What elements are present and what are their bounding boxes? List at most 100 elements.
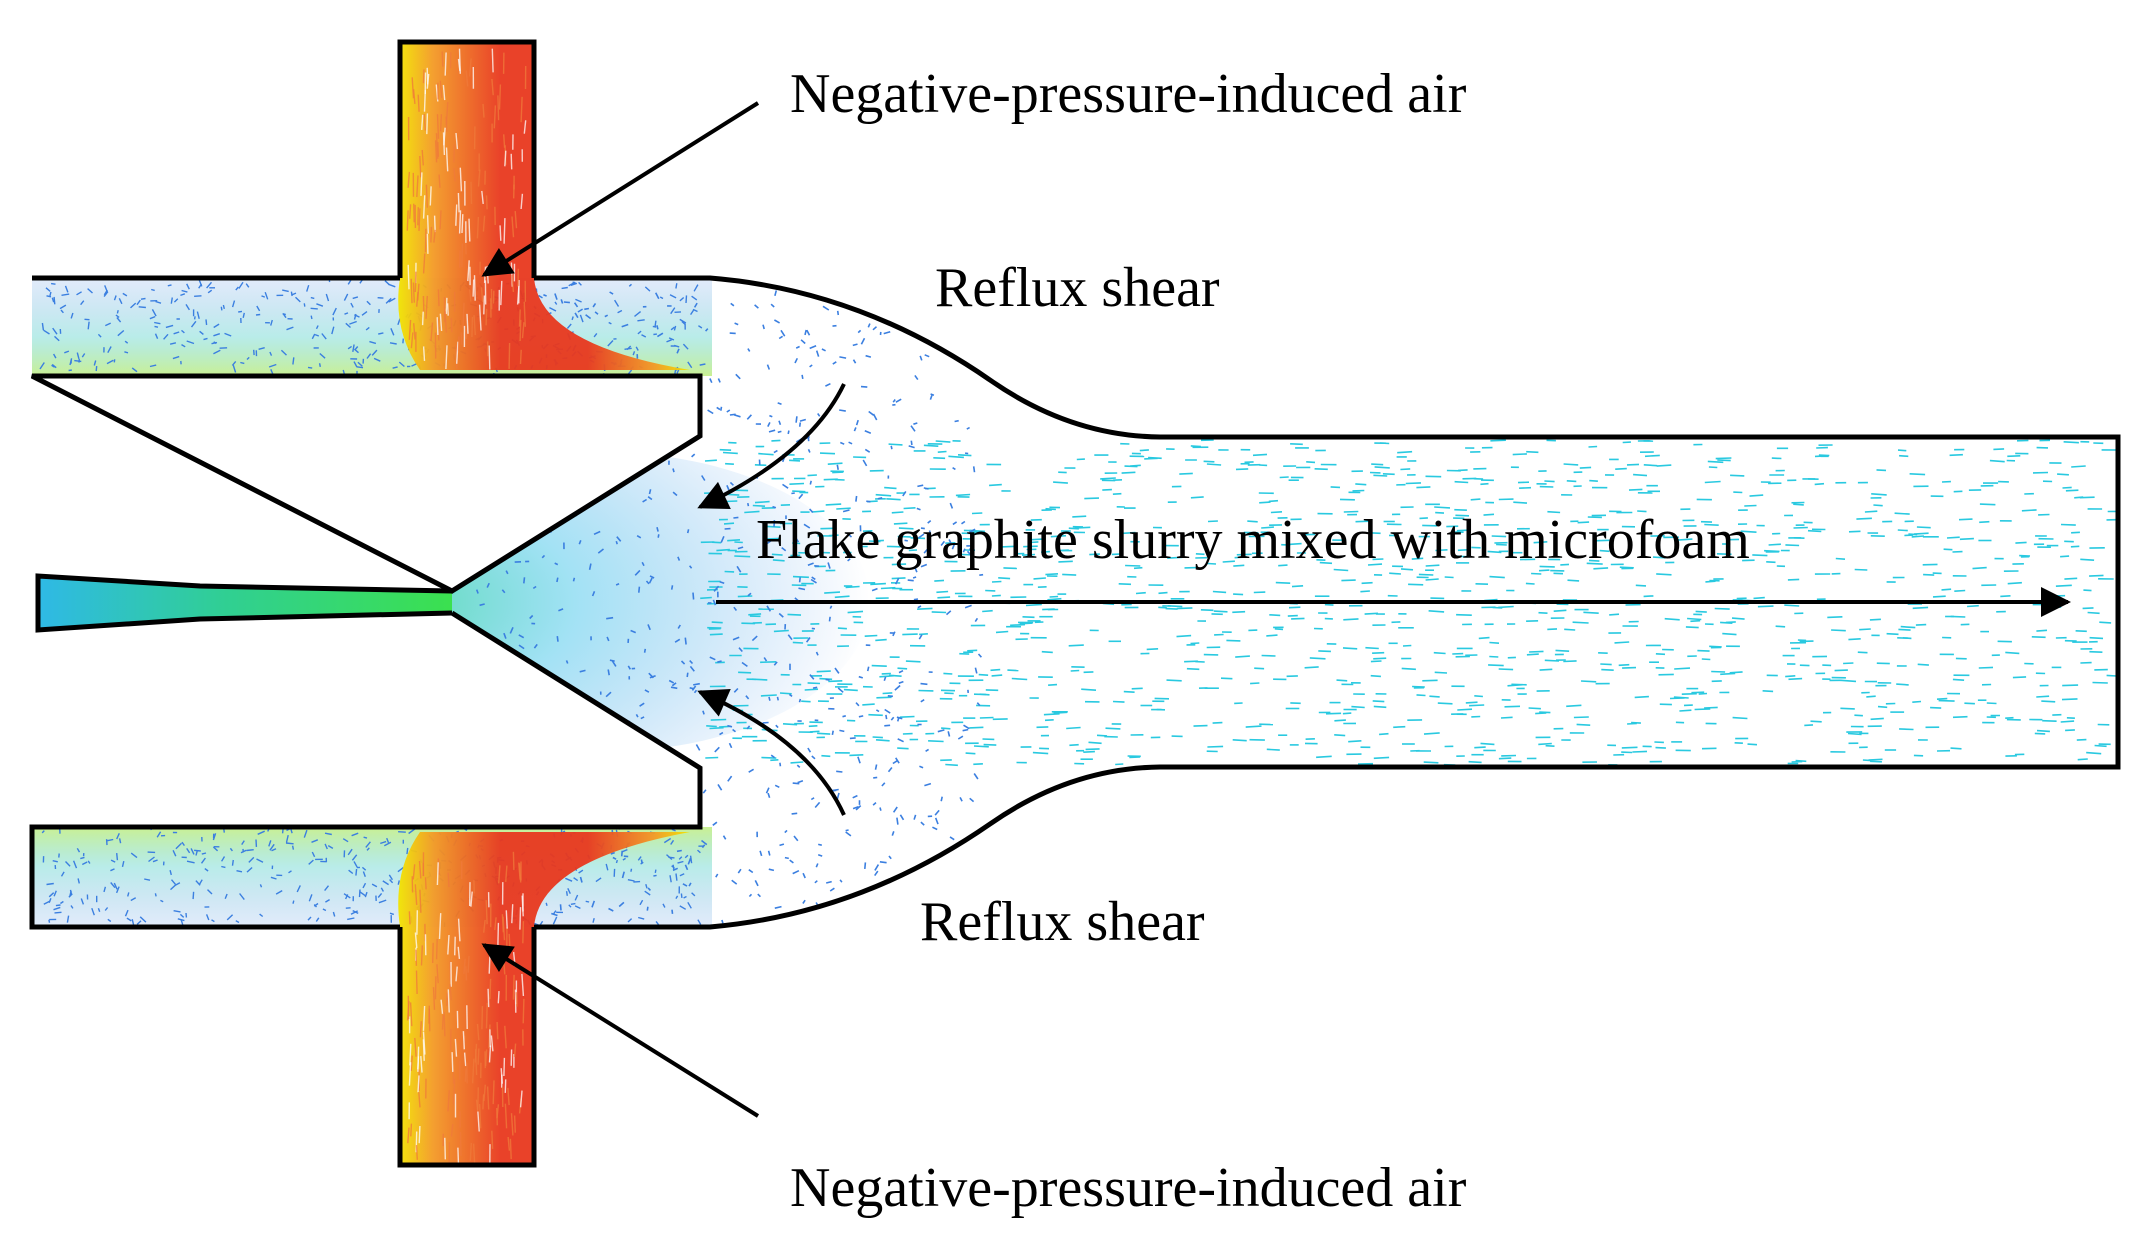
velocity-vector: [308, 894, 313, 902]
velocity-vector: [319, 352, 326, 359]
velocity-vector: [1496, 543, 1507, 546]
velocity-vector: [934, 579, 945, 582]
velocity-vector: [213, 323, 220, 329]
velocity-vector: [229, 847, 233, 852]
velocity-vector: [41, 830, 45, 834]
velocity-vector: [154, 333, 159, 339]
velocity-vector: [1370, 660, 1382, 663]
velocity-vector: [1915, 623, 1927, 626]
velocity-vector: [887, 695, 893, 698]
velocity-vector: [817, 854, 823, 857]
velocity-vector: [799, 418, 807, 422]
velocity-vector: [937, 596, 951, 599]
air-velocity-vector: [501, 914, 504, 933]
velocity-vector: [2036, 695, 2050, 698]
velocity-vector: [303, 303, 306, 307]
velocity-vector: [1291, 617, 1305, 620]
velocity-vector: [1102, 488, 1112, 491]
velocity-vector: [566, 323, 572, 329]
velocity-vector: [1843, 662, 1854, 665]
velocity-vector: [1526, 653, 1539, 656]
velocity-vector: [1457, 708, 1473, 711]
air-velocity-vector: [459, 1131, 462, 1156]
air-velocity-vector: [488, 345, 491, 370]
velocity-vector: [945, 610, 952, 616]
air-velocity-vector: [410, 332, 414, 349]
air-velocity-vector: [463, 1052, 467, 1067]
velocity-vector: [1275, 581, 1291, 584]
air-velocity-vector: [471, 1058, 475, 1084]
velocity-vector: [704, 328, 709, 332]
velocity-vector: [1361, 581, 1373, 585]
velocity-vector: [1583, 611, 1599, 614]
velocity-vector: [748, 768, 755, 773]
air-velocity-vector: [470, 181, 473, 205]
velocity-vector: [87, 321, 90, 330]
velocity-vector: [883, 331, 891, 335]
air-velocity-vector: [485, 308, 488, 326]
air-velocity-vector: [493, 105, 497, 129]
air-velocity-vector: [491, 48, 494, 73]
velocity-vector: [324, 832, 332, 836]
velocity-vector: [130, 302, 137, 309]
velocity-vector: [1870, 760, 1882, 763]
velocity-vector: [1818, 454, 1830, 457]
air-velocity-vector: [446, 992, 449, 1006]
velocity-vector: [1372, 700, 1385, 703]
velocity-vector: [948, 539, 952, 545]
velocity-vector: [798, 493, 804, 500]
air-velocity-vector: [417, 1046, 420, 1072]
velocity-vector: [87, 288, 93, 294]
air-velocity-vector: [422, 1005, 426, 1031]
velocity-vector: [383, 841, 392, 847]
velocity-vector: [802, 899, 806, 904]
air-inlet-bottom-label: Negative-pressure-induced air: [790, 1157, 1467, 1219]
velocity-vector: [687, 361, 693, 369]
velocity-vector: [1643, 595, 1654, 598]
velocity-vector: [355, 868, 358, 876]
velocity-vector: [573, 302, 579, 308]
velocity-vector: [881, 782, 886, 787]
velocity-vector: [1115, 763, 1124, 766]
velocity-vector: [791, 492, 795, 495]
air-velocity-vector: [415, 970, 418, 995]
velocity-vector: [914, 566, 918, 573]
velocity-vector: [475, 402, 483, 408]
velocity-vector: [605, 863, 609, 871]
velocity-vector: [657, 400, 661, 405]
velocity-vector: [1519, 486, 1532, 489]
velocity-vector: [855, 495, 858, 502]
velocity-vector: [285, 834, 289, 843]
velocity-vector: [1555, 649, 1570, 652]
velocity-vector: [144, 878, 151, 881]
velocity-vector: [983, 743, 997, 746]
velocity-vector: [686, 672, 689, 678]
velocity-vector: [240, 361, 245, 365]
velocity-vector: [1206, 463, 1222, 466]
air-velocity-vector: [478, 304, 482, 331]
air-velocity-vector: [433, 229, 436, 243]
air-velocity-vector: [522, 998, 525, 1024]
velocity-vector: [1766, 561, 1776, 564]
velocity-vector: [556, 577, 559, 583]
velocity-vector: [1498, 668, 1514, 671]
velocity-vector: [1757, 605, 1774, 608]
velocity-vector: [1498, 757, 1512, 760]
velocity-vector: [779, 762, 782, 767]
velocity-vector: [727, 775, 733, 782]
velocity-vector: [899, 715, 915, 718]
velocity-vector: [872, 801, 877, 806]
velocity-vector: [809, 674, 815, 680]
velocity-vector: [348, 869, 354, 875]
air-velocity-vector: [467, 955, 470, 973]
velocity-vector: [350, 910, 359, 915]
air-velocity-vector: [516, 285, 520, 305]
velocity-vector: [1599, 549, 1610, 553]
velocity-vector: [1677, 538, 1693, 541]
velocity-vector: [864, 429, 872, 434]
velocity-vector: [607, 340, 614, 347]
velocity-vector: [1740, 530, 1757, 533]
velocity-vector: [621, 848, 628, 853]
velocity-vector: [1876, 469, 1887, 472]
velocity-vector: [1400, 468, 1411, 471]
